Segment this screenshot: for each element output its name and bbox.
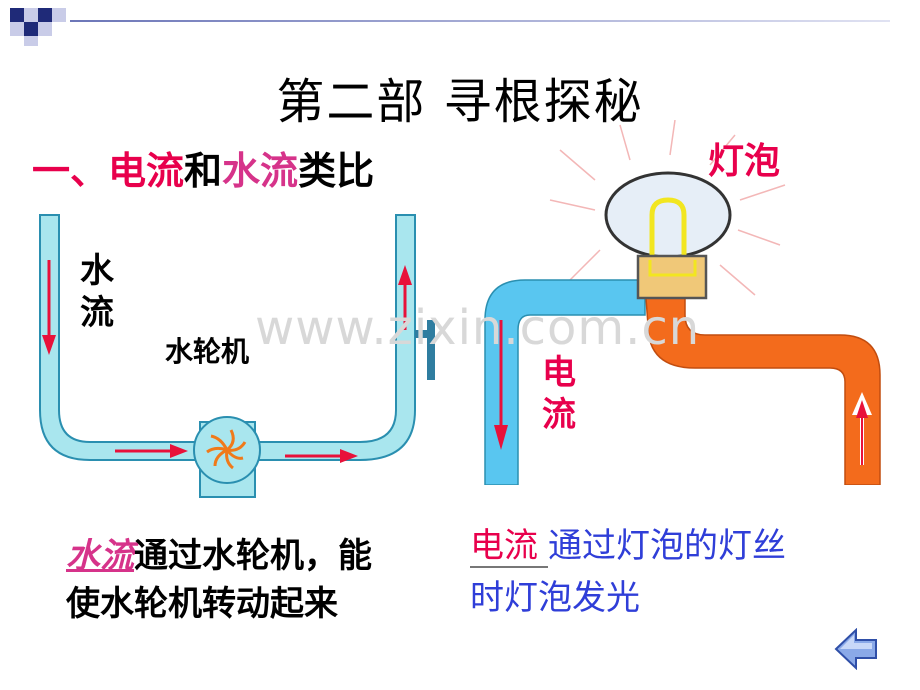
flow-arrows bbox=[42, 260, 412, 463]
water-flow-char-1: 水 bbox=[80, 251, 114, 291]
back-arrow-icon[interactable] bbox=[834, 628, 878, 670]
subtitle-analogy: 类比 bbox=[298, 149, 375, 193]
caption-left-line1: 水流通过水轮机，能 bbox=[66, 532, 372, 580]
caption-left-line2: 使水轮机转动起来 bbox=[66, 584, 338, 624]
corner-squares-icon bbox=[10, 8, 66, 46]
filament bbox=[649, 197, 687, 260]
caption-left-highlight: 水流 bbox=[66, 536, 134, 576]
turbine-icon bbox=[206, 429, 247, 470]
subtitle-water: 水流 bbox=[222, 149, 299, 193]
header-rule bbox=[70, 20, 890, 22]
current-arrows bbox=[494, 320, 872, 465]
circuit-diagram bbox=[484, 120, 881, 485]
turbine-label: 水轮机 bbox=[165, 335, 250, 368]
water-flow-char-2: 流 bbox=[80, 293, 114, 333]
subtitle-current: 电流 bbox=[108, 149, 185, 193]
caption-right: 电流通过灯泡的灯丝 时灯泡发光 bbox=[470, 520, 786, 624]
water-flow-label: 水 流 bbox=[80, 250, 120, 334]
faucet-handle bbox=[427, 320, 435, 380]
page-title: 第二部 寻根探秘 bbox=[276, 74, 644, 130]
current-char-2: 流 bbox=[542, 395, 576, 435]
wire-orange bbox=[644, 284, 881, 485]
section-number: 一、 bbox=[32, 149, 109, 193]
water-pipe-diagram bbox=[39, 214, 435, 498]
watermark: www.zixin.com.cn bbox=[255, 300, 701, 356]
caption-right-line1-rest: 通过灯泡的灯丝 bbox=[548, 526, 786, 566]
caption-right-line2: 时灯泡发光 bbox=[470, 578, 640, 618]
bulb-label: 灯泡 bbox=[708, 141, 781, 182]
caption-right-highlight: 电流 bbox=[470, 526, 548, 568]
bulb-rays bbox=[549, 120, 786, 296]
caption-right-line1: 电流通过灯泡的灯丝 bbox=[470, 520, 786, 572]
caption-left-line1-rest: 通过水轮机，能 bbox=[134, 536, 372, 576]
subtitle-and: 和 bbox=[184, 149, 223, 193]
lightbulb-icon bbox=[604, 171, 732, 259]
current-label: 电 流 bbox=[542, 352, 582, 436]
faucet-stem bbox=[415, 330, 433, 338]
caption-left: 水流通过水轮机，能 使水轮机转动起来 bbox=[66, 532, 372, 628]
current-char-1: 电 bbox=[542, 353, 576, 393]
section-subtitle: 一、电流和水流类比 bbox=[32, 140, 374, 195]
